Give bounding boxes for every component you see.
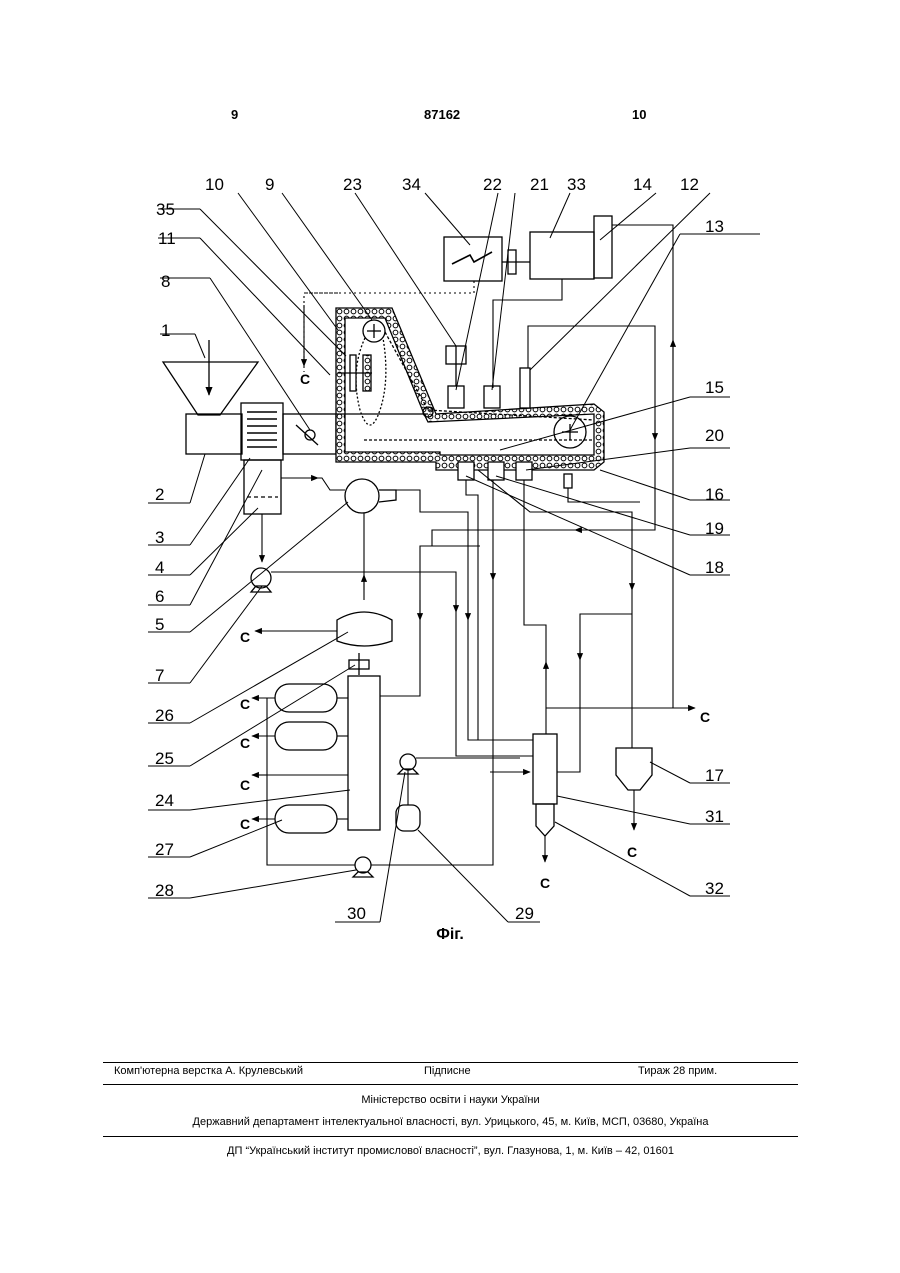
entry-body-2: [186, 414, 242, 454]
collector-4: [244, 460, 281, 514]
ministry-name: Міністерство освіти і науки України: [103, 1094, 798, 1106]
callout-33: 33: [567, 175, 586, 194]
motor-33: [530, 232, 594, 279]
callout-22: 22: [483, 175, 502, 194]
callout-labels: 1 2 3 4 5 6 7 8 9 10 11 12 13 14 15 16 1…: [155, 175, 724, 923]
callout-7: 7: [155, 666, 164, 685]
callout-35: 35: [156, 200, 175, 219]
footer-rule-middle: [103, 1084, 798, 1085]
pump-30: [400, 754, 416, 770]
layout-credit: Комп'ютерна верстка А. Крулевський: [114, 1065, 303, 1077]
pump-28: [355, 857, 371, 873]
drain-16: [564, 474, 572, 488]
receiver-27b: [275, 722, 337, 750]
callout-2: 2: [155, 485, 164, 504]
callout-13: 13: [705, 217, 724, 236]
callout-31: 31: [705, 807, 724, 826]
pump-7: [251, 568, 271, 588]
louvers: [247, 412, 277, 447]
outlet-mark: С: [627, 844, 637, 860]
callout-10: 10: [205, 175, 224, 194]
fan-5: [345, 479, 379, 513]
outlet-mark: С: [540, 875, 550, 891]
column-24: [348, 676, 380, 830]
callout-19: 19: [705, 519, 724, 538]
callout-23: 23: [343, 175, 362, 194]
callout-24: 24: [155, 791, 174, 810]
hopper-18: [458, 462, 474, 480]
print-run: Тираж 28 прим.: [638, 1065, 717, 1077]
outlet-mark: С: [240, 735, 250, 751]
figure-caption: Фіг.: [0, 926, 900, 944]
institute-address: ДП “Український інститут промислової вла…: [103, 1145, 798, 1157]
callout-9: 9: [265, 175, 274, 194]
process-flow-diagram: 1 2 3 4 5 6 7 8 9 10 11 12 13 14 15 16 1…: [0, 0, 900, 960]
gearbox-14: [594, 216, 612, 278]
outlet-mark: С: [700, 709, 710, 725]
outlet-mark: С: [240, 777, 250, 793]
callout-5: 5: [155, 615, 164, 634]
outlet-mark: С: [300, 371, 310, 387]
callout-17: 17: [705, 766, 724, 785]
cyclone-17: [616, 748, 652, 790]
callout-14: 14: [633, 175, 652, 194]
callout-20: 20: [705, 426, 724, 445]
leader-lines: [148, 193, 760, 922]
duct-8: [283, 414, 336, 454]
tank-29: [396, 805, 420, 831]
outlet-mark: С: [240, 816, 250, 832]
piping-group: [252, 225, 695, 865]
callout-26: 26: [155, 706, 174, 725]
callout-6: 6: [155, 587, 164, 606]
callout-30: 30: [347, 904, 366, 923]
callout-15: 15: [705, 378, 724, 397]
callout-11: 11: [158, 229, 176, 248]
subscription-note: Підписне: [424, 1065, 471, 1077]
footer-rule-bottom: [103, 1136, 798, 1137]
callout-12: 12: [680, 175, 699, 194]
outlet-12: [520, 368, 530, 408]
callout-18: 18: [705, 558, 724, 577]
hopper-1: [163, 362, 258, 415]
callout-27: 27: [155, 840, 174, 859]
unit-32: [536, 804, 554, 836]
callout-16: 16: [705, 485, 724, 504]
separator-26: [337, 612, 392, 646]
outlet-mark: С: [240, 629, 250, 645]
receiver-27c: [275, 805, 337, 833]
callout-32: 32: [705, 879, 724, 898]
department-address: Державний департамент інтелектуальної вл…: [103, 1116, 798, 1128]
callout-3: 3: [155, 528, 164, 547]
callout-29: 29: [515, 904, 534, 923]
outlet-mark: С: [240, 696, 250, 712]
callout-25: 25: [155, 749, 174, 768]
callout-21: 21: [530, 175, 549, 194]
unit-31: [533, 734, 557, 804]
callout-8: 8: [161, 272, 170, 291]
callout-1: 1: [161, 321, 170, 340]
footer-rule-top: [103, 1062, 798, 1063]
callout-4: 4: [155, 558, 164, 577]
hopper-20: [516, 462, 532, 480]
callout-28: 28: [155, 881, 174, 900]
callout-34: 34: [402, 175, 421, 194]
